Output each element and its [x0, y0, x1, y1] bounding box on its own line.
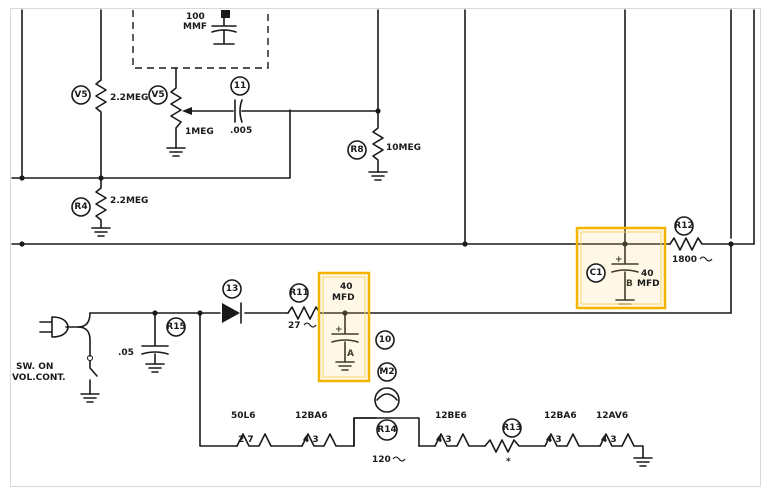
tube-12ba6-second-label: 12BA6 — [544, 411, 577, 421]
svg-text:R12: R12 — [674, 221, 693, 231]
highlight-box-c1-a — [317, 271, 371, 383]
badge-r14: R14 — [376, 419, 398, 441]
pins-12be6-label: 4 3 — [436, 435, 452, 445]
r4-value-label: 2.2MEG — [110, 196, 148, 206]
cap-100-unit-label: MMF — [183, 22, 207, 32]
r11-value-label: 27 — [288, 321, 301, 331]
tube-12ba6-label: 12BA6 — [295, 411, 328, 421]
c1-b-unit-label: MFD — [637, 279, 660, 289]
pins-12ba6-label: 4 3 — [303, 435, 319, 445]
svg-text:R13: R13 — [502, 423, 521, 433]
c1-a-plus-mark: + — [335, 325, 343, 335]
svg-text:R14: R14 — [377, 425, 396, 435]
tube-12av6-label: 12AV6 — [596, 411, 628, 421]
r12-value-label: 1800 — [672, 255, 697, 265]
badge-r12: R12 — [674, 216, 694, 236]
cap-05-label: .05 — [118, 348, 134, 358]
badge-r-10meg: R8 — [347, 140, 367, 160]
switch-label-line1: SW. ON — [16, 362, 53, 372]
badge-v5-pot: V5 — [148, 85, 168, 105]
r14-value-label: 120 — [372, 455, 391, 465]
c1-a-unit-label: MFD — [332, 293, 355, 303]
dashed-shield-box — [132, 10, 269, 69]
badge-diode: 13 — [222, 279, 242, 299]
svg-text:R15: R15 — [166, 322, 185, 332]
svg-text:C1: C1 — [590, 268, 603, 278]
badge-v5-left: V5 — [71, 85, 91, 105]
badge-c1: C1 — [586, 263, 606, 283]
c1-b-section-mark: B — [626, 279, 633, 289]
v5-pot-value-label: 1MEG — [185, 127, 214, 137]
c1-a-section-mark: A — [347, 349, 354, 359]
c1-a-value-label: 40 — [340, 282, 353, 292]
r15-value-label: * — [506, 457, 511, 467]
badge-r15: R15 — [166, 317, 186, 337]
r14-ohm-mark — [392, 456, 406, 462]
badge-r13: R13 — [502, 418, 522, 438]
svg-text:V5: V5 — [151, 90, 164, 100]
c1-b-value-label: 40 — [641, 269, 654, 279]
junction-dots — [19, 108, 734, 316]
svg-text:R4: R4 — [74, 202, 87, 212]
badge-coupling-cap: 11 — [230, 76, 250, 96]
badge-r4: R4 — [71, 197, 91, 217]
svg-text:R11: R11 — [289, 288, 308, 298]
svg-text:11: 11 — [234, 81, 247, 91]
svg-text:M2: M2 — [379, 367, 394, 377]
pins-50l6-label: 2 7 — [238, 435, 254, 445]
tube-50l6-label: 50L6 — [231, 411, 256, 421]
svg-text:10: 10 — [379, 335, 392, 345]
badge-r11: R11 — [289, 283, 309, 303]
cap-100-label: 100 — [186, 12, 205, 22]
switch-label-line2: VOL.CONT. — [12, 373, 66, 383]
svg-text:R8: R8 — [350, 145, 363, 155]
r12-ohm-mark — [699, 256, 713, 262]
badge-c1-a: 10 — [375, 330, 395, 350]
cap-005-label: .005 — [230, 126, 252, 136]
r-10meg-label: 10MEG — [386, 143, 421, 153]
svg-text:V5: V5 — [74, 90, 87, 100]
main-wiring — [11, 9, 755, 467]
c1-b-plus-mark: + — [615, 255, 623, 265]
capacitor-100mmf — [211, 10, 237, 45]
tube-12be6-label: 12BE6 — [435, 411, 467, 421]
v5-left-value-label: 2.2MEG — [110, 93, 148, 103]
r11-ohm-mark — [303, 322, 317, 328]
badge-lamp: M2 — [377, 362, 397, 382]
svg-text:13: 13 — [226, 284, 239, 294]
pins-12ba6-second-label: 4 3 — [546, 435, 562, 445]
pins-12av6-label: 4 3 — [601, 435, 617, 445]
diagram-frame — [10, 8, 761, 487]
